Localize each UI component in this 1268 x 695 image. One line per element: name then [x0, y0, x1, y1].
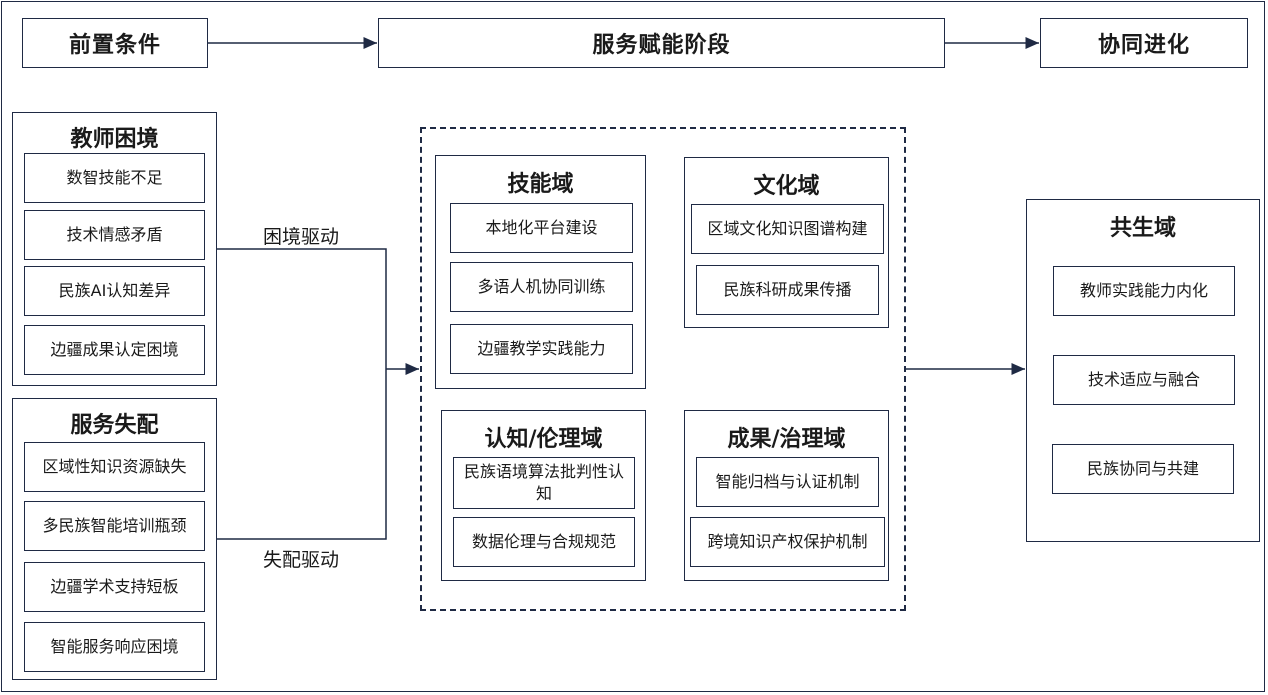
- symbiosis-item: 技术适应与融合: [1053, 355, 1235, 405]
- edge-label-dilemma-drive: 困境驱动: [263, 226, 340, 248]
- culture-item: 民族科研成果传播: [696, 265, 879, 315]
- cognition-ethics-title: 认知/伦理域: [484, 427, 603, 452]
- stage-evolve: 协同进化: [1040, 18, 1248, 68]
- service-mismatch-group: 服务失配 区域性知识资源缺失 多民族智能培训瓶颈 边疆学术支持短板 智能服务响应…: [12, 398, 217, 680]
- skill-item: 本地化平台建设: [450, 203, 633, 253]
- connector-teacher: [217, 248, 387, 369]
- connector-mismatch: [217, 369, 387, 540]
- culture-domain-title: 文化域: [753, 174, 820, 199]
- mismatch-item: 智能服务响应困境: [24, 622, 205, 672]
- teacher-item: 数智技能不足: [24, 153, 205, 203]
- outcome-item: 跨境知识产权保护机制: [690, 517, 885, 567]
- culture-domain: 文化域 区域文化知识图谱构建 民族科研成果传播: [684, 157, 889, 328]
- outcome-governance-domain: 成果/治理域 智能归档与认证机制 跨境知识产权保护机制: [684, 410, 889, 581]
- skill-domain-title: 技能域: [507, 172, 574, 197]
- mismatch-item: 边疆学术支持短板: [24, 562, 205, 612]
- skill-item: 多语人机协同训练: [450, 262, 633, 312]
- cognition-item: 民族语境算法批判性认知: [453, 457, 635, 509]
- teacher-item: 民族AI认知差异: [24, 266, 205, 316]
- mismatch-item: 区域性知识资源缺失: [24, 442, 205, 492]
- teacher-dilemma-group: 教师困境 数智技能不足 技术情感矛盾 民族AI认知差异 边疆成果认定困境: [12, 112, 217, 386]
- teacher-item: 技术情感矛盾: [24, 210, 205, 260]
- symbiosis-domain: 共生域 教师实践能力内化 技术适应与融合 民族协同与共建: [1026, 199, 1260, 542]
- stage-pre: 前置条件: [22, 18, 208, 68]
- mismatch-item: 多民族智能培训瓶颈: [24, 501, 205, 551]
- service-mismatch-title: 服务失配: [70, 413, 159, 438]
- outcome-item: 智能归档与认证机制: [696, 457, 879, 507]
- teacher-dilemma-title: 教师困境: [70, 127, 159, 152]
- symbiosis-domain-title: 共生域: [1109, 216, 1176, 241]
- cognition-item: 数据伦理与合规规范: [453, 517, 635, 567]
- outcome-governance-title: 成果/治理域: [727, 427, 846, 452]
- symbiosis-item: 教师实践能力内化: [1053, 266, 1235, 316]
- skill-domain: 技能域 本地化平台建设 多语人机协同训练 边疆教学实践能力: [435, 155, 646, 389]
- service-core-container: [420, 127, 906, 611]
- edge-label-mismatch-drive: 失配驱动: [263, 549, 340, 571]
- culture-item: 区域文化知识图谱构建: [691, 204, 884, 254]
- stage-service: 服务赋能阶段: [378, 18, 945, 68]
- symbiosis-item: 民族协同与共建: [1052, 444, 1234, 494]
- teacher-item: 边疆成果认定困境: [24, 325, 205, 375]
- skill-item: 边疆教学实践能力: [450, 324, 633, 374]
- cognition-ethics-domain: 认知/伦理域 民族语境算法批判性认知 数据伦理与合规规范: [441, 410, 646, 581]
